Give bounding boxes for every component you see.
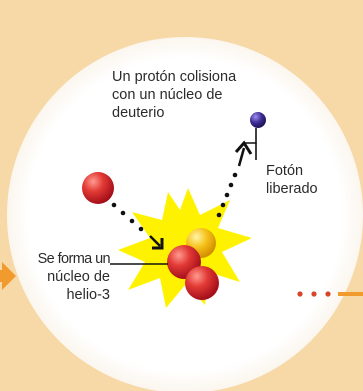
arrow-right-icon [0,262,16,290]
helium3-nucleus [167,228,219,300]
photon-particle [250,112,266,128]
proton-path [111,202,164,250]
dotted-arrow-right-icon [297,291,363,297]
photon-path [216,140,253,218]
photon-label: Fotón liberado [266,163,318,197]
helium3-label: Se forma un núcleo de helio-3 [37,251,111,303]
proton-collision-label: Un protón colisiona con un núcleo de deu… [112,69,237,121]
proton-particle [82,172,114,204]
